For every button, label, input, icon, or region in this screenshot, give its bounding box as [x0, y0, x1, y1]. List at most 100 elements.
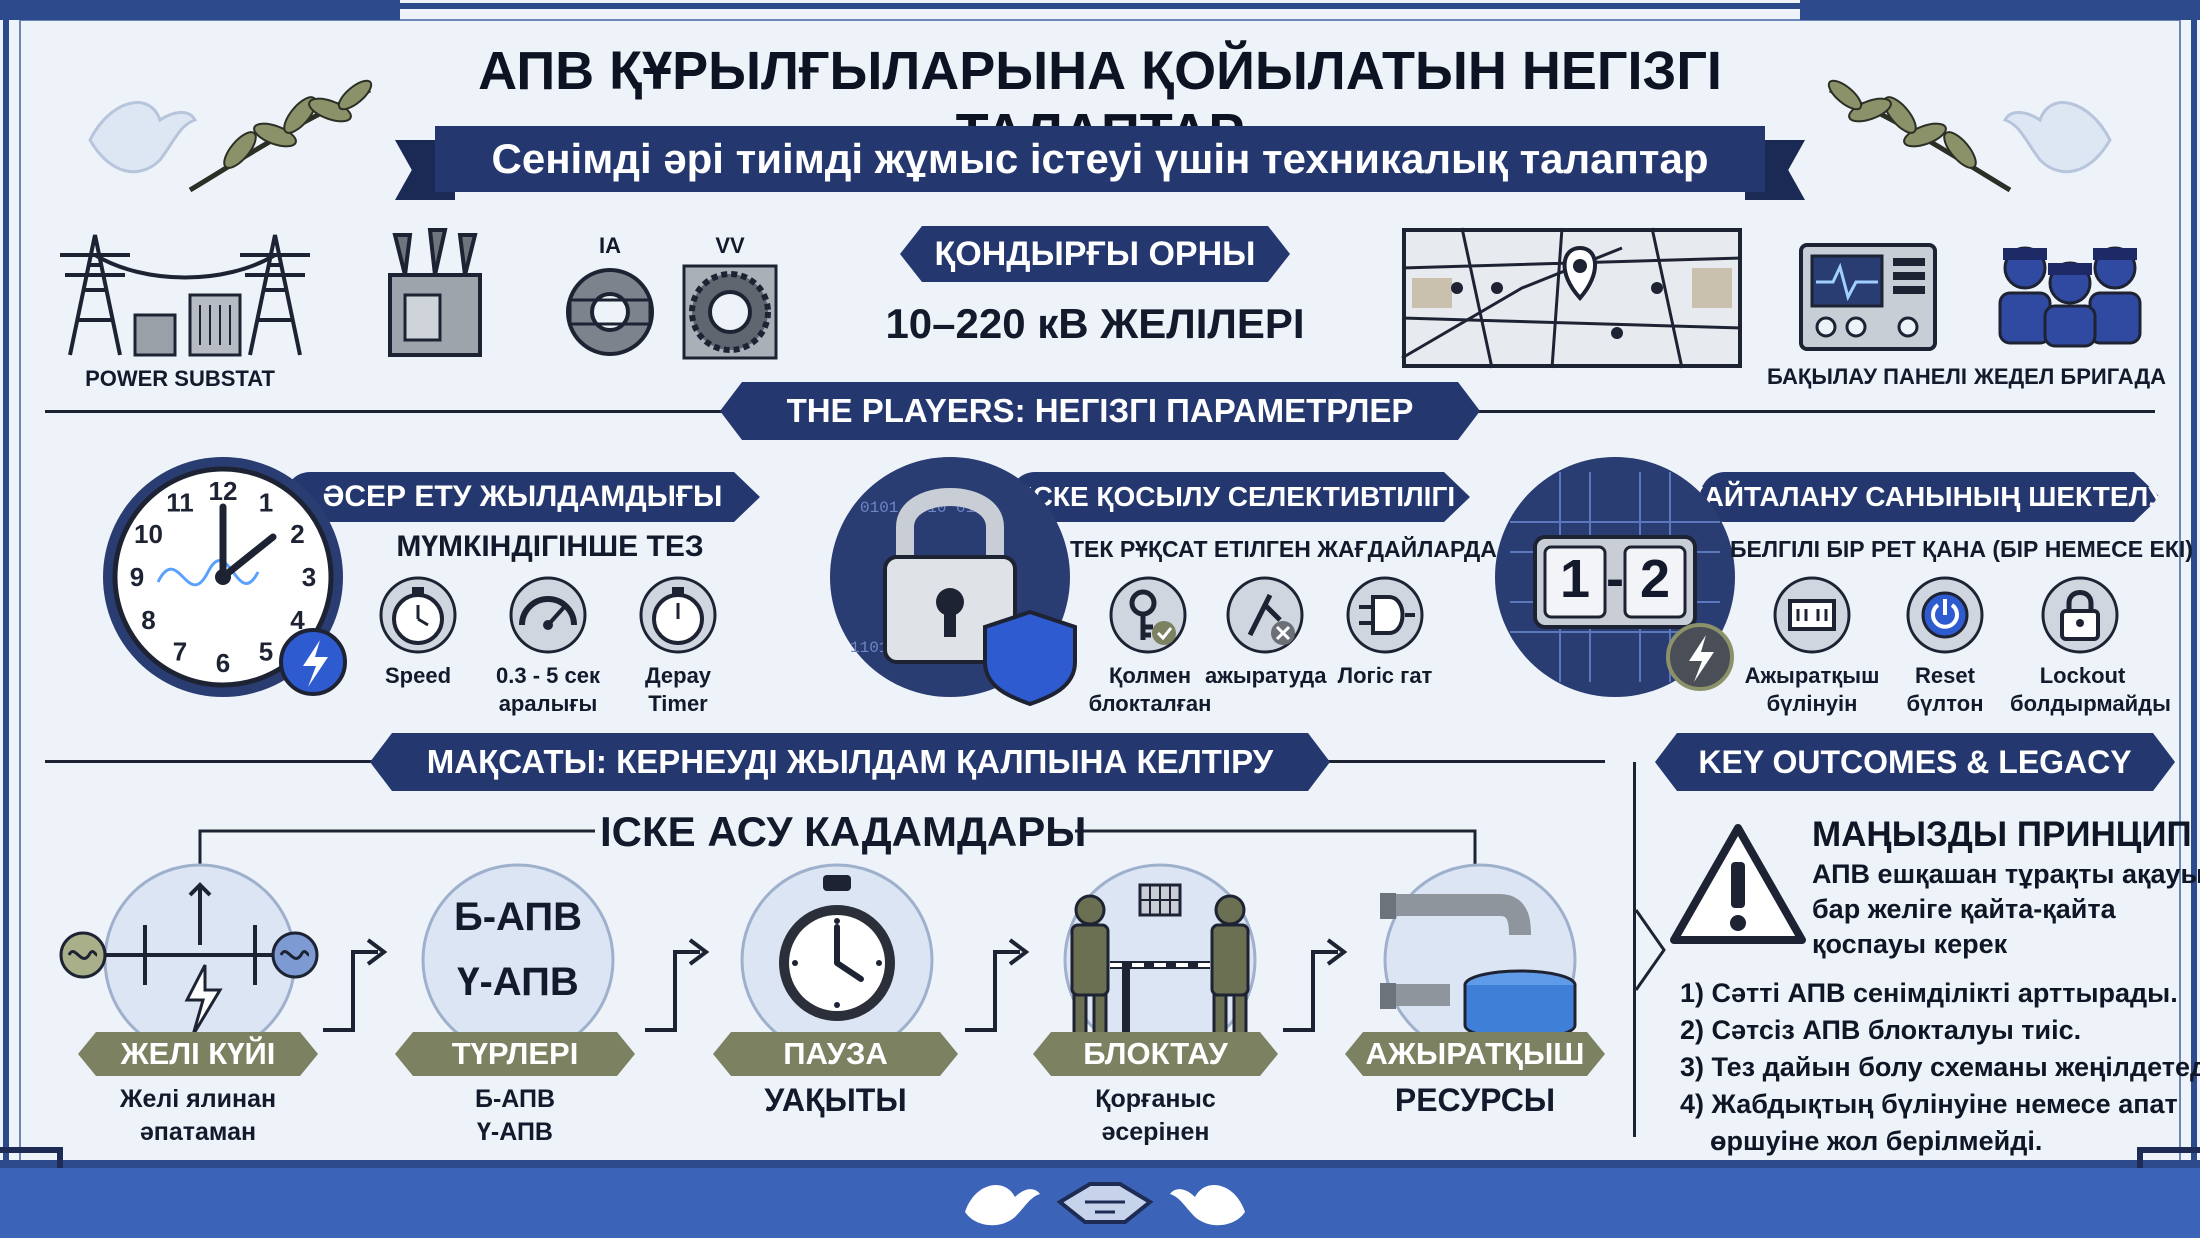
repeat-sub: БЕЛГІЛІ БІР РЕТ ҚАНА (БІР НЕМЕСЕ ЕКІ)	[1730, 536, 2193, 562]
ct-label-a: IA	[599, 233, 621, 258]
outcomes-list: 1) Сәтті АПВ сенімділікті арттырады. 2) …	[1680, 975, 2200, 1160]
breaker-icon	[1773, 576, 1851, 654]
list-item: 3) Тез дайын болу схеманы жеңілдетеді.	[1680, 1052, 2200, 1082]
clock-number: 3	[302, 562, 316, 592]
clock-number: 8	[141, 605, 155, 635]
dove-right-icon	[2002, 101, 2112, 174]
step-caption: РЕСУРСЫ	[1394, 1082, 1556, 1118]
voltage-transformer-icon	[682, 264, 778, 360]
steps-connector	[198, 829, 1477, 876]
speed-sub: МҮМКІНДІГІНШЕ ТЕЗ	[396, 530, 704, 563]
clock-number: 11	[166, 488, 194, 518]
warning-icon	[1670, 824, 1806, 944]
counter-separator: -	[1606, 549, 1624, 609]
olive-branch-left-icon	[188, 79, 373, 193]
clock-number: 2	[290, 519, 304, 549]
control-panel-label: БАҚЫЛАУ ПАНЕЛІ	[1767, 364, 1967, 389]
apv-type-u: Ү-АПВ	[457, 960, 579, 1004]
logic-gate-icon	[1346, 576, 1424, 654]
gauge-icon	[509, 576, 587, 654]
outcomes-divider	[1633, 762, 1636, 1137]
arrow-right-icon	[965, 938, 1030, 1032]
selectivity-item-label: ажыратуда	[1205, 663, 1327, 688]
speed-item-label: Speed	[384, 663, 452, 688]
steps-heading: ІСКЕ АСУ КАДАМДАРЫ	[600, 808, 1087, 855]
step-caption: УАҚЫТЫ	[764, 1082, 907, 1118]
page-subtitle: Сенімді әрі тиімді жұмыс істеуі үшін тех…	[435, 126, 1765, 192]
counter-grid-icon	[1495, 457, 1735, 697]
repeat-heading: ҚАЙТАЛАНУ САНЫНЫҢ ШЕКТЕЛУІ	[1700, 472, 2160, 522]
counter-right: 2	[1639, 549, 1671, 609]
clock-number: 10	[134, 519, 163, 549]
map-icon	[1401, 227, 1743, 369]
list-item: 4) Жабдықтың бүлінуіне немесе апат	[1680, 1089, 2178, 1119]
step-tag: ПАУЗА	[713, 1032, 958, 1076]
key-check-icon	[1109, 576, 1187, 654]
selectivity-heading: ІСКЕ ҚОСЫЛУ СЕЛЕКТИВТІЛІГІ	[1010, 472, 1470, 522]
line-state-icon	[59, 863, 319, 1057]
power-substation-icon	[60, 234, 310, 357]
list-item: 2) Сәтсіз АПВ блокталуы тиіс.	[1680, 1015, 2082, 1045]
clock-number: 5	[259, 636, 273, 666]
substation-label: POWER SUBSTAT	[85, 366, 275, 391]
clock-number: 9	[130, 562, 144, 592]
switch-off-icon	[1226, 576, 1304, 654]
lockout-icon	[2041, 576, 2119, 654]
outcomes-heading: KEY OUTCOMES & LEGACY	[1655, 733, 2175, 791]
clock-number: 6	[216, 648, 230, 678]
arrow-right-icon	[645, 938, 710, 1032]
install-location-value: 10–220 кВ ЖЕЛІЛЕРІ	[885, 300, 1305, 347]
selectivity-item-label: Лoгіс гат	[1337, 663, 1433, 688]
step-tag: БЛОКТАУ	[1033, 1032, 1278, 1076]
olive-branch-right-icon	[1827, 79, 2012, 193]
dove-left-icon	[88, 101, 198, 174]
chevron-right-icon	[1634, 909, 1666, 991]
list-item: 1) Сәтті АПВ сенімділікті арттырады.	[1680, 978, 2178, 1008]
step-tag: АЖЫРАТҚЫШ	[1345, 1032, 1605, 1076]
step-tag: ТҮРЛЕРІ	[395, 1032, 635, 1076]
guards-barrier-icon	[1063, 863, 1257, 1057]
list-item: өршуіне жол берілмейді.	[1710, 1126, 2043, 1156]
clock-number: 12	[209, 476, 238, 506]
selectivity-sub: ТЕК РҰҚСАТ ЕТІЛГЕН ЖАҒДАЙЛАРДА	[1070, 536, 1497, 562]
speed-heading: ӘСЕР ЕТУ ЖЫЛДАМДЫҒЫ	[285, 472, 760, 522]
install-location-heading: ҚОНДЫРҒЫ ОРНЫ	[900, 226, 1290, 282]
current-transformer-icon	[566, 268, 654, 356]
apv-type-b: Б-АПВ	[453, 895, 583, 939]
counter-left: 1	[1559, 549, 1591, 609]
control-panel-icon	[1799, 243, 1937, 351]
reset-icon	[1906, 576, 1984, 654]
crew-icon	[1998, 246, 2142, 348]
clock-number: 7	[173, 636, 187, 666]
timer-icon	[639, 576, 717, 654]
arrow-right-icon	[1283, 938, 1348, 1032]
transformer-icon	[388, 228, 482, 357]
principle-text: АПВ ешқашан тұрақты ақауы бар желіге қай…	[1812, 859, 2200, 959]
clock-number: 1	[259, 488, 273, 518]
subtitle-banner: Сенімді әрі тиімді жұмыс істеуі үшін тех…	[395, 126, 1805, 200]
handshake-doves-icon	[965, 1182, 1245, 1226]
clock-number: 4	[290, 605, 305, 635]
crew-label: ЖЕДЕЛ БРИГАДА	[1973, 364, 2167, 389]
ct-label-b: VV	[715, 233, 745, 258]
arrow-right-icon	[323, 938, 388, 1032]
players-heading: THE PLAYERS: НЕГІЗГІ ПАРАМЕТРЛЕР	[720, 382, 1480, 440]
goal-heading: МАҚСАТЫ: КЕРНЕУДІ ЖЫЛДАМ ҚАЛПЫНА КЕЛТІРУ	[370, 733, 1330, 791]
step-tag: ЖЕЛІ КҮЙІ	[78, 1032, 318, 1076]
pause-stopwatch-icon	[740, 863, 934, 1057]
principle-title: МАҢЫЗДЫ ПРИНЦИП	[1812, 815, 2192, 854]
stopwatch-icon	[379, 576, 457, 654]
